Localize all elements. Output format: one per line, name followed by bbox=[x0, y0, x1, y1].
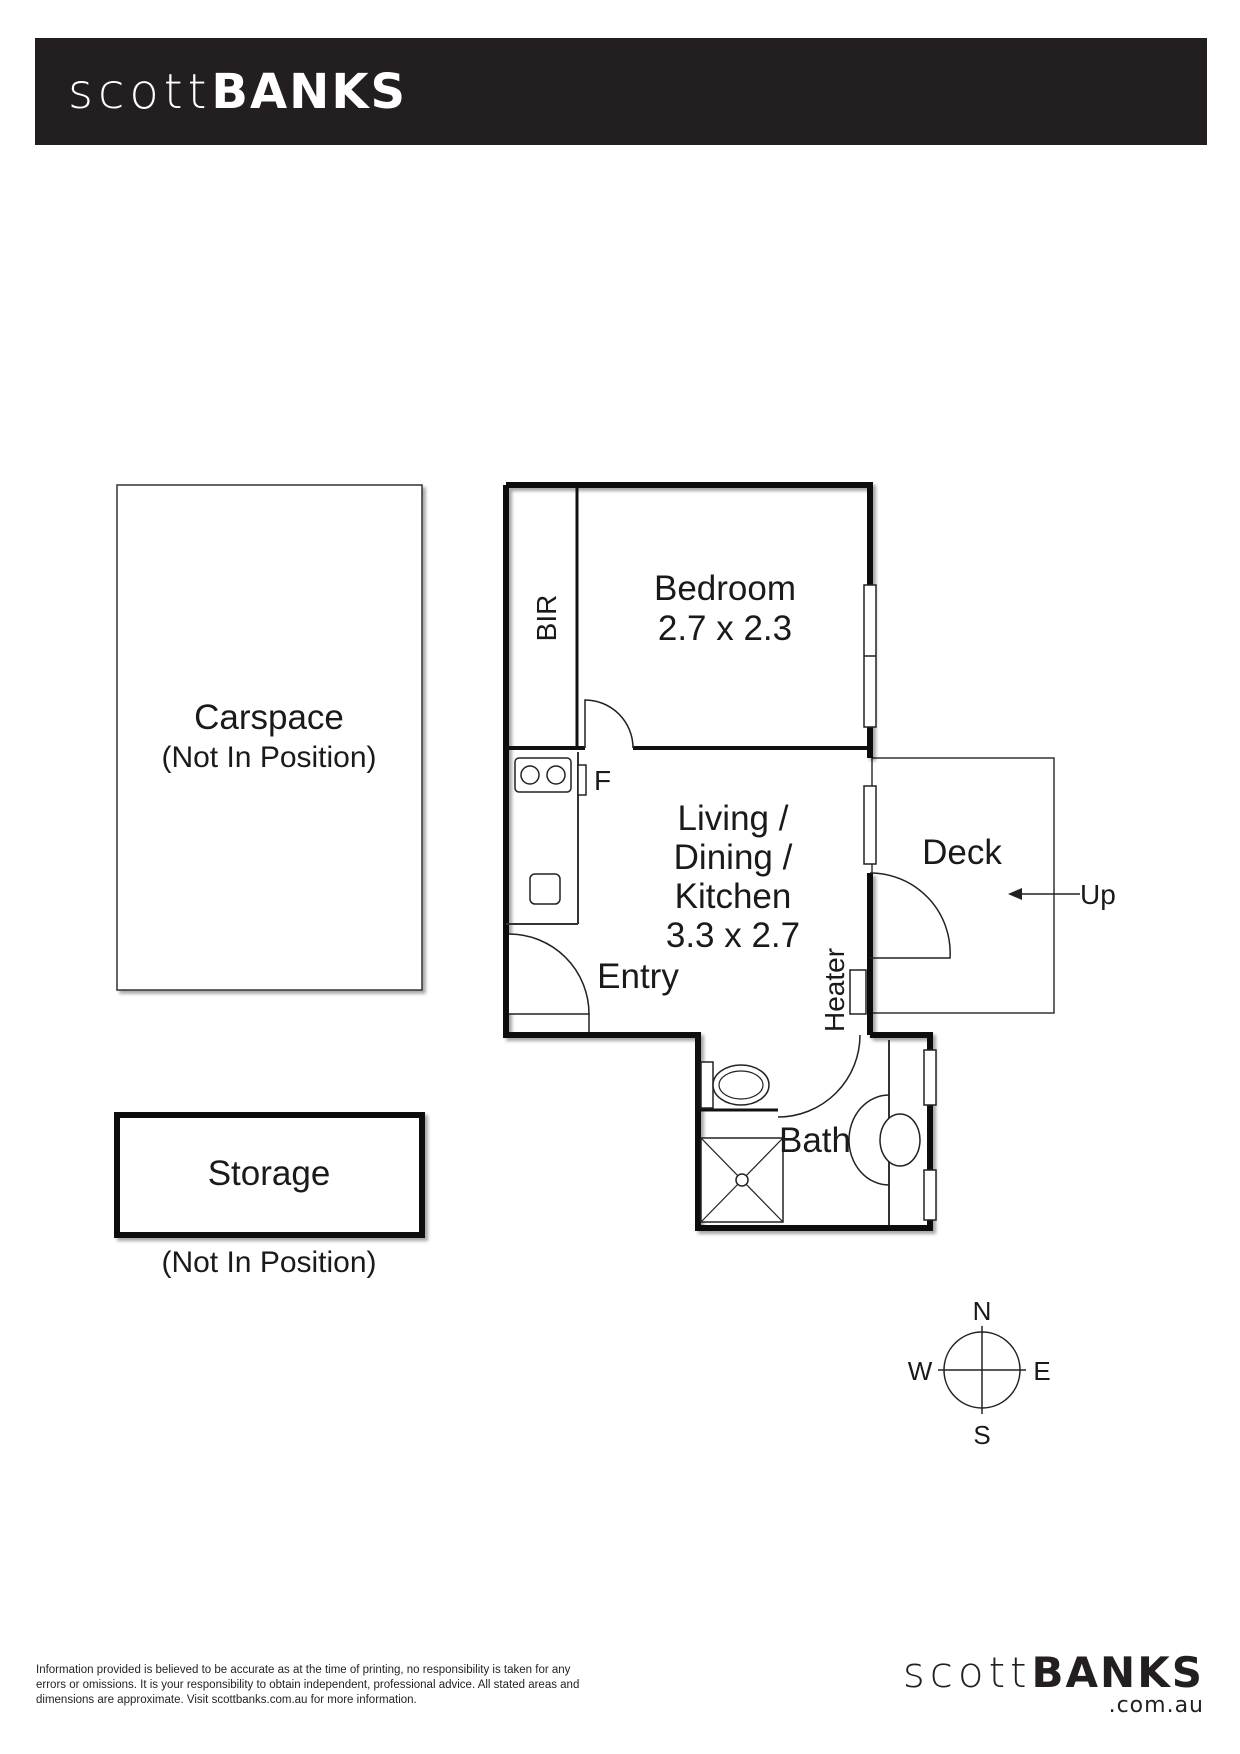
carspace-outline bbox=[116, 484, 423, 991]
compass-south: S bbox=[973, 1420, 990, 1450]
toilet-bowl bbox=[712, 1064, 770, 1106]
footer-logo-bold-text: BANKS bbox=[1031, 1648, 1204, 1697]
disclaimer-line-2: errors or omissions. It is your responsi… bbox=[36, 1679, 580, 1691]
deck-outline bbox=[871, 757, 1055, 1014]
compass: N S W E bbox=[908, 1296, 1051, 1450]
bedroom-size: 2.7 x 2.3 bbox=[658, 609, 792, 648]
logo-light-text: scott bbox=[68, 64, 212, 120]
stairs-label: Up bbox=[1080, 879, 1116, 910]
compass-east: E bbox=[1033, 1356, 1050, 1386]
kitchen-sink bbox=[529, 873, 561, 905]
vanity bbox=[848, 1094, 890, 1186]
carspace-note: (Not In Position) bbox=[161, 741, 376, 774]
living-size: 3.3 x 2.7 bbox=[666, 916, 800, 955]
entry-door-swing bbox=[508, 933, 590, 1015]
storage-note: (Not In Position) bbox=[161, 1246, 376, 1279]
bath-window-1 bbox=[923, 1049, 937, 1106]
living-label-2: Dining / bbox=[674, 838, 793, 877]
storage-outline bbox=[114, 1112, 425, 1238]
bir-label: BIR bbox=[531, 595, 562, 642]
heater-label: Heater bbox=[819, 948, 850, 1032]
footer-logo-domain: .com.au bbox=[1108, 1693, 1204, 1718]
burner-left-icon bbox=[520, 765, 540, 785]
footer-logo-light-text: scott bbox=[902, 1648, 1032, 1697]
basin bbox=[879, 1113, 921, 1167]
fridge-label: F bbox=[594, 765, 611, 796]
entry-label: Entry bbox=[597, 957, 679, 996]
compass-north: N bbox=[973, 1296, 992, 1326]
disclaimer-line-3: dimensions are approximate. Visit scottb… bbox=[36, 1694, 417, 1706]
toilet-bowl-inner bbox=[718, 1070, 764, 1100]
deck-label: Deck bbox=[922, 833, 1002, 872]
fridge bbox=[577, 764, 587, 796]
header-logo[interactable]: scottBANKS bbox=[68, 64, 407, 120]
bath-window-2 bbox=[923, 1169, 937, 1221]
storage-label: Storage bbox=[208, 1154, 331, 1193]
burner-right-icon bbox=[546, 765, 566, 785]
carspace-label: Carspace bbox=[194, 698, 344, 737]
heater bbox=[849, 969, 867, 1015]
bedroom-label: Bedroom bbox=[654, 569, 796, 608]
compass-west: W bbox=[908, 1356, 933, 1386]
cooktop bbox=[514, 757, 572, 793]
shower-drain-icon bbox=[735, 1173, 749, 1187]
bedroom-door-swing bbox=[584, 699, 634, 749]
living-window bbox=[863, 785, 877, 865]
header-banner bbox=[35, 38, 1207, 145]
deck-door-swing bbox=[869, 872, 951, 959]
living-label-3: Kitchen bbox=[675, 877, 792, 916]
toilet-cistern bbox=[700, 1061, 714, 1109]
disclaimer: Information provided is believed to be a… bbox=[36, 1663, 616, 1708]
living-label-1: Living / bbox=[678, 799, 789, 838]
bath-door-swing bbox=[777, 1034, 861, 1118]
disclaimer-line-1: Information provided is believed to be a… bbox=[36, 1664, 571, 1676]
bath-label: Bath bbox=[779, 1121, 851, 1160]
logo-bold-text: BANKS bbox=[211, 64, 408, 120]
footer-logo[interactable]: scottBANKS .com.au bbox=[903, 1648, 1204, 1718]
stairs-arrow-head bbox=[1008, 888, 1022, 900]
